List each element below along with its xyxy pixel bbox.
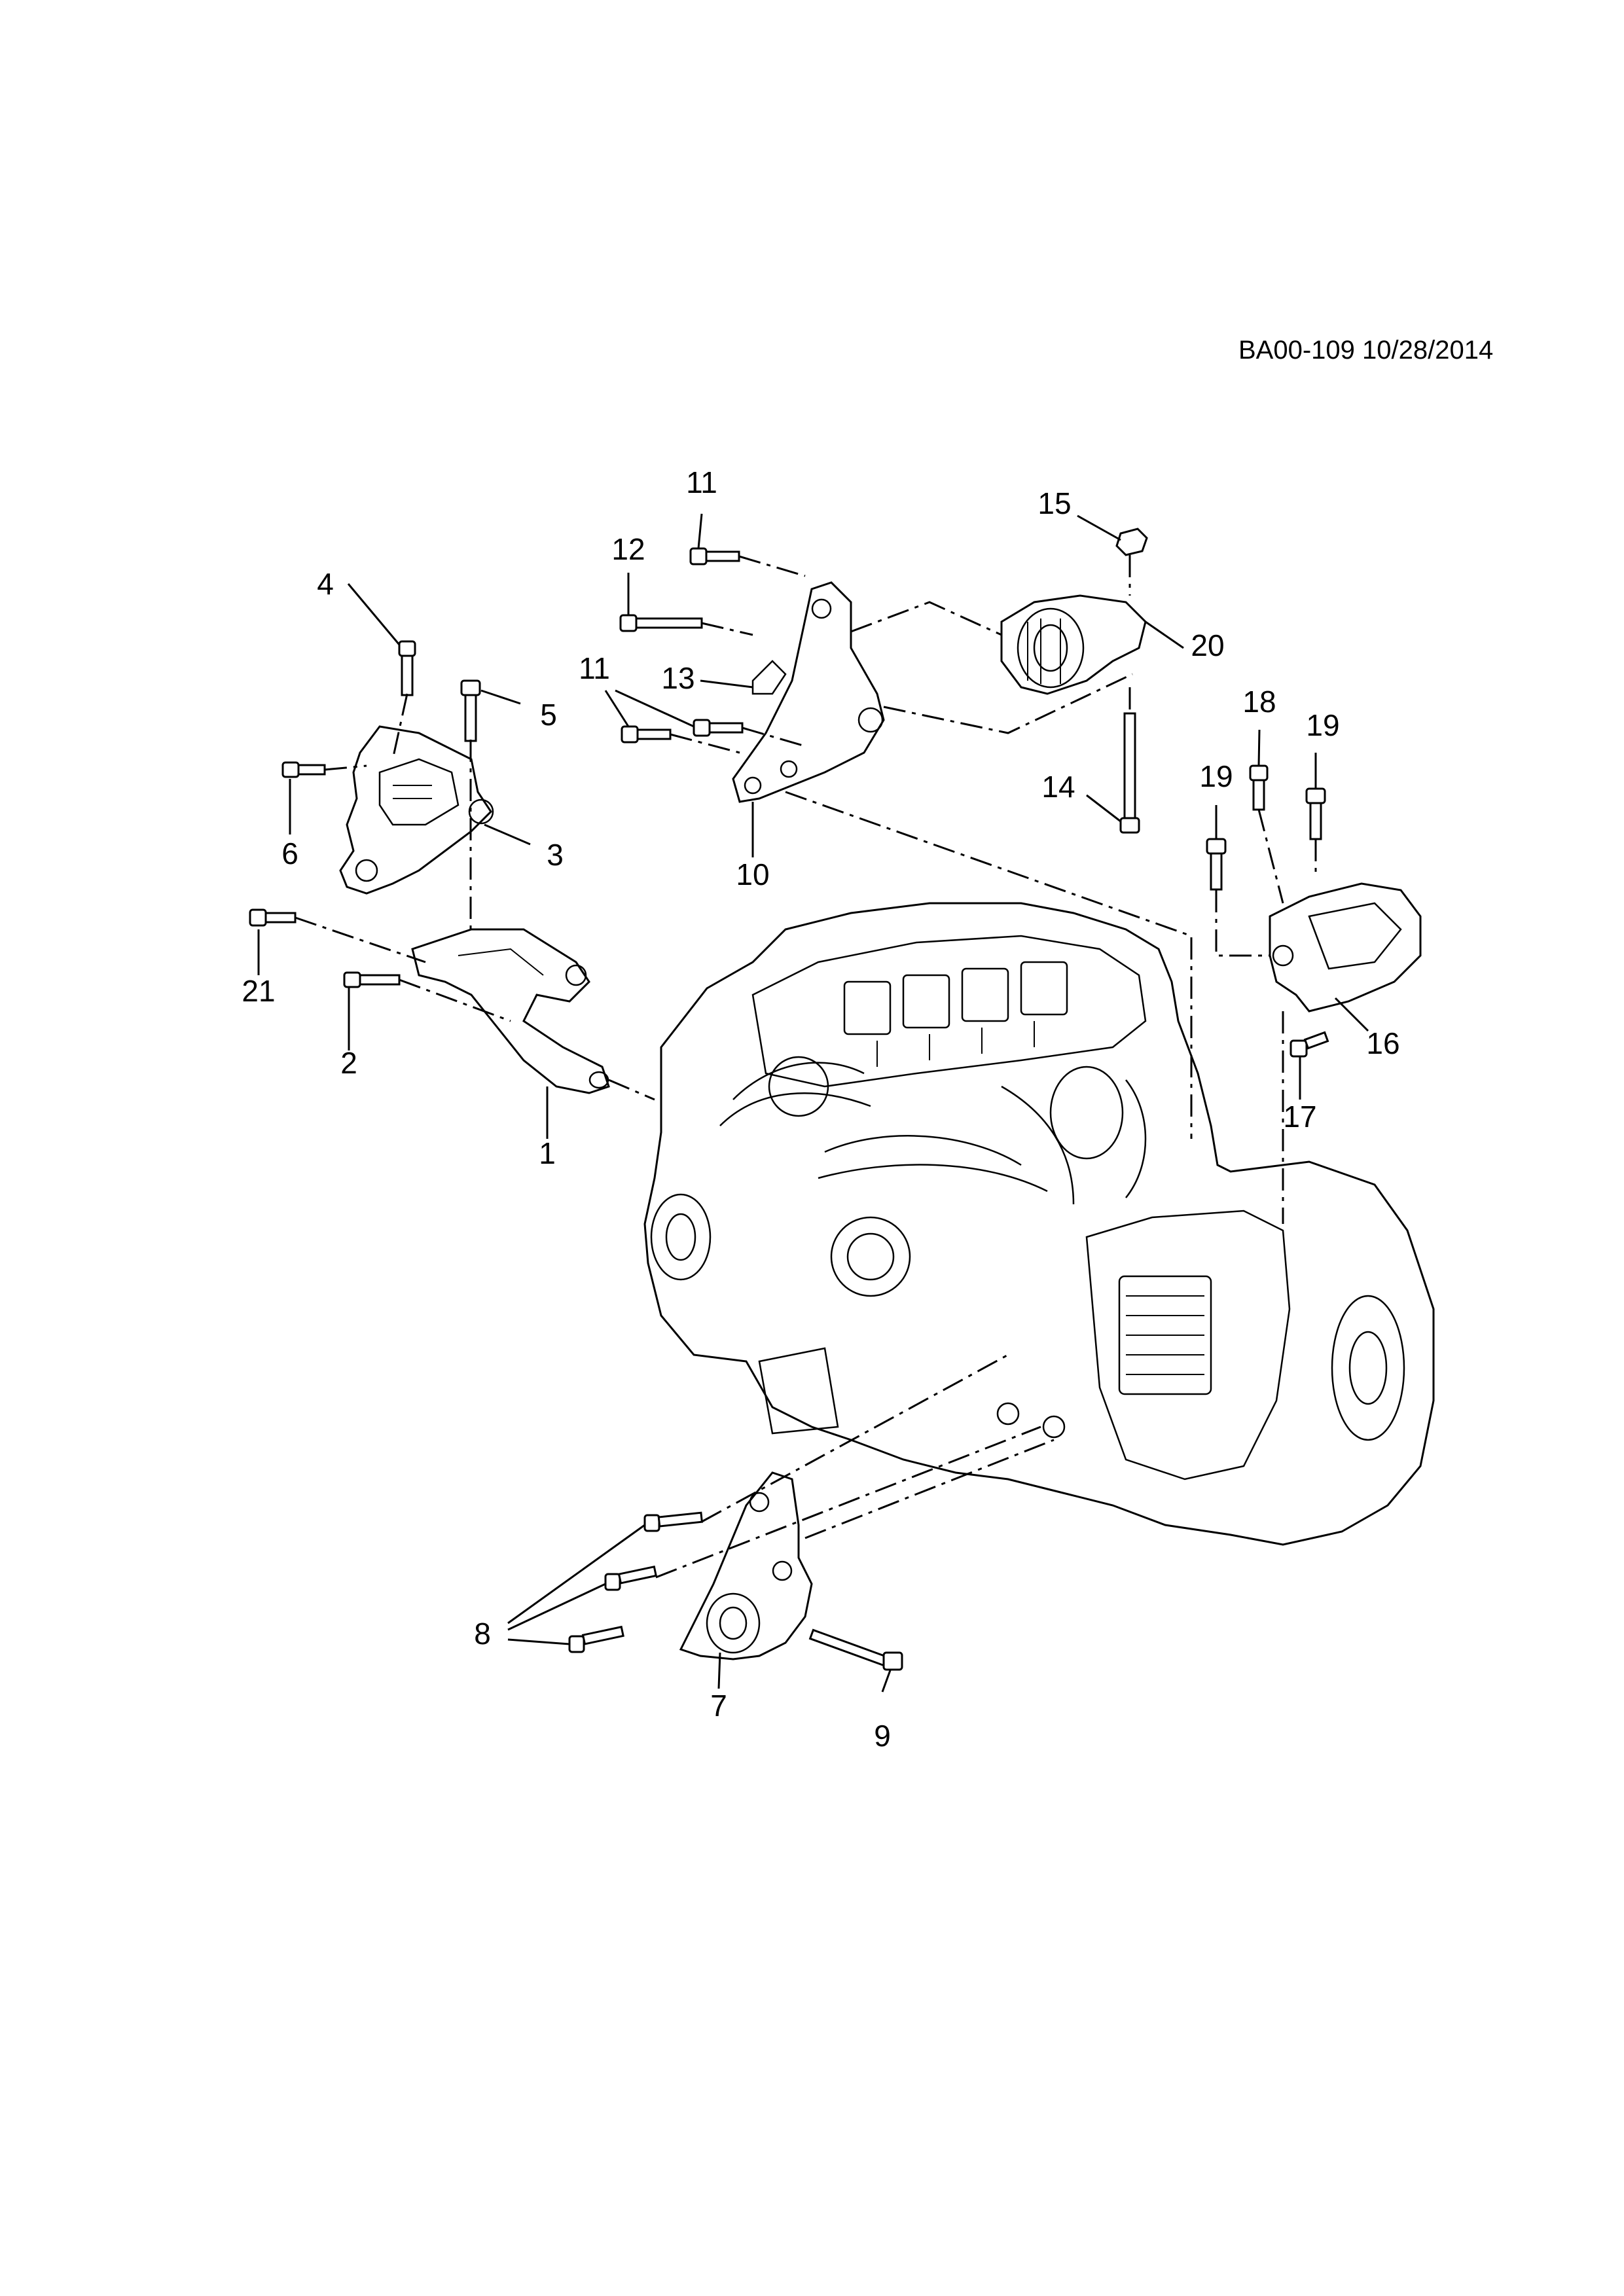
bolt-19-left <box>1206 838 1227 891</box>
callout-11-lower: 11 <box>579 651 610 685</box>
callout-18: 18 <box>1242 685 1276 719</box>
callout-2: 2 <box>340 1046 357 1080</box>
callout-10: 10 <box>736 857 769 891</box>
bolt-4 <box>398 640 416 696</box>
callout-14: 14 <box>1041 770 1075 804</box>
lower-engine-mount <box>679 1471 813 1660</box>
bolt-11-top <box>689 547 740 565</box>
callout-19-right: 19 <box>1306 708 1339 742</box>
stud-14 <box>1119 712 1140 834</box>
engine-transmission-assembly <box>643 902 1435 1546</box>
bolt-11-lower-a <box>621 725 672 744</box>
bolt-8-c <box>568 1625 624 1653</box>
callout-20: 20 <box>1191 628 1224 662</box>
engine-mount-bracket <box>411 928 610 1094</box>
reference-code: BA00-109 10/28/2014 <box>1238 336 1493 365</box>
callout-17: 17 <box>1283 1100 1316 1134</box>
callout-9: 9 <box>874 1719 891 1753</box>
bolt-19-right <box>1305 787 1326 840</box>
callout-21: 21 <box>242 974 275 1008</box>
bolt-5 <box>460 679 481 742</box>
leader-lines <box>257 513 1369 1693</box>
transmission-mount <box>1269 882 1422 1013</box>
bolt-17 <box>1290 1031 1329 1058</box>
callout-5: 5 <box>540 698 557 732</box>
callout-3: 3 <box>547 838 564 872</box>
engine-mount-lh <box>339 725 494 895</box>
fasteners <box>249 528 1329 1671</box>
nut-15 <box>1115 528 1148 556</box>
callout-15: 15 <box>1038 486 1071 520</box>
callout-1: 1 <box>539 1136 556 1170</box>
callout-8: 8 <box>474 1617 491 1651</box>
alignment-lines <box>295 555 1317 1579</box>
bolt-8-b <box>604 1565 658 1591</box>
callout-16: 16 <box>1366 1026 1399 1060</box>
callout-6: 6 <box>281 836 298 870</box>
upper-engine-mount <box>1000 594 1147 695</box>
callout-19-left: 19 <box>1199 759 1233 793</box>
callout-labels: 1 2 3 4 5 6 7 8 9 10 11 11 12 13 14 15 1… <box>242 465 1399 1753</box>
bolt-11-lower-b <box>693 719 744 737</box>
bolt-8-a <box>643 1511 704 1532</box>
callout-12: 12 <box>611 532 645 566</box>
bolt-6 <box>281 761 326 778</box>
callout-11-top: 11 <box>686 465 717 499</box>
bolt-2 <box>343 971 401 988</box>
bolt-12 <box>619 614 703 632</box>
upper-engine-bracket <box>732 581 885 803</box>
bolt-21 <box>249 908 297 927</box>
bolt-9 <box>808 1628 903 1671</box>
bolt-18 <box>1249 764 1269 811</box>
callout-7: 7 <box>710 1689 727 1723</box>
callout-13: 13 <box>661 661 695 695</box>
callout-4: 4 <box>317 567 334 601</box>
